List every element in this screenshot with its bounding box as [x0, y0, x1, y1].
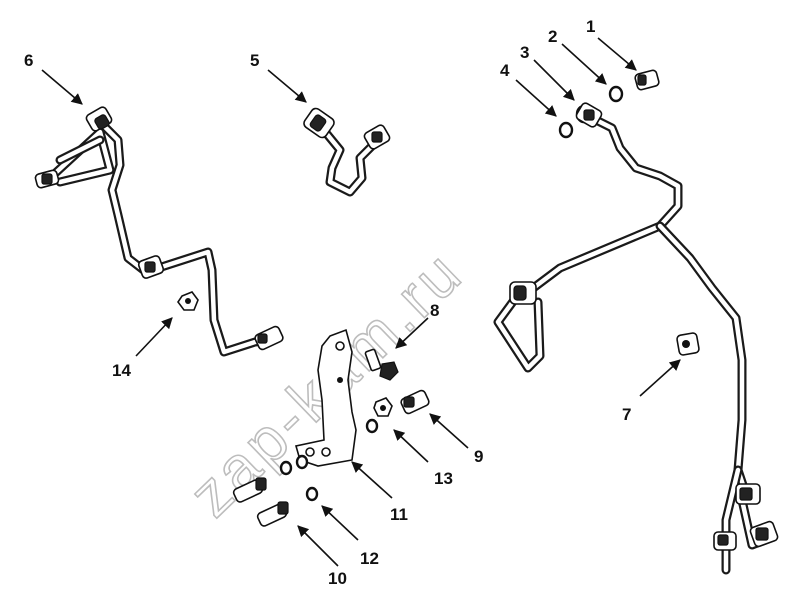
fitting-part-9 [400, 389, 430, 415]
callout-2: 2 [548, 27, 557, 46]
leader-11 [351, 461, 393, 499]
fuel-line-part-6 [34, 106, 284, 357]
fuel-line-part-5 [303, 107, 391, 197]
fuel-line-part-7 [493, 102, 779, 575]
callout-11: 11 [390, 505, 408, 524]
fittings-part-10 [232, 477, 289, 527]
leader-5 [267, 69, 307, 103]
leader-3 [533, 59, 575, 101]
callout-7: 7 [622, 405, 631, 424]
callout-3: 3 [520, 43, 529, 62]
callout-5: 5 [250, 51, 259, 70]
callout-6: 6 [24, 51, 33, 70]
bracket-part-11 [294, 328, 357, 467]
leader-2 [561, 43, 607, 85]
leader-lines [41, 37, 681, 567]
callout-1: 1 [586, 17, 595, 36]
leader-8 [395, 317, 429, 349]
callout-9: 9 [474, 447, 483, 466]
washers-part-12 [279, 454, 319, 502]
leader-9 [429, 413, 469, 449]
callout-12: 12 [360, 549, 379, 568]
callout-8: 8 [430, 301, 439, 320]
washer-part-2 [608, 85, 624, 103]
washer-part-4 [558, 121, 574, 139]
leader-4 [515, 79, 557, 117]
cap-near-part-7 [676, 332, 700, 356]
leader-1 [597, 37, 637, 71]
leader-13 [393, 429, 429, 463]
callout-13: 13 [434, 469, 453, 488]
callout-4: 4 [500, 61, 510, 80]
callout-10: 10 [328, 569, 347, 588]
callout-labels: 6 5 1 2 3 4 7 8 9 10 11 12 13 14 [24, 17, 631, 588]
fitting-part-1 [634, 69, 660, 91]
nut-part-14 [177, 291, 199, 311]
leader-7 [639, 359, 681, 397]
washers-part-13 [365, 397, 393, 434]
leader-14 [135, 317, 173, 357]
leader-10 [297, 525, 339, 567]
bolt-part-8 [364, 348, 399, 381]
leader-12 [321, 505, 359, 541]
callout-14: 14 [112, 361, 131, 380]
leader-6 [41, 69, 83, 105]
